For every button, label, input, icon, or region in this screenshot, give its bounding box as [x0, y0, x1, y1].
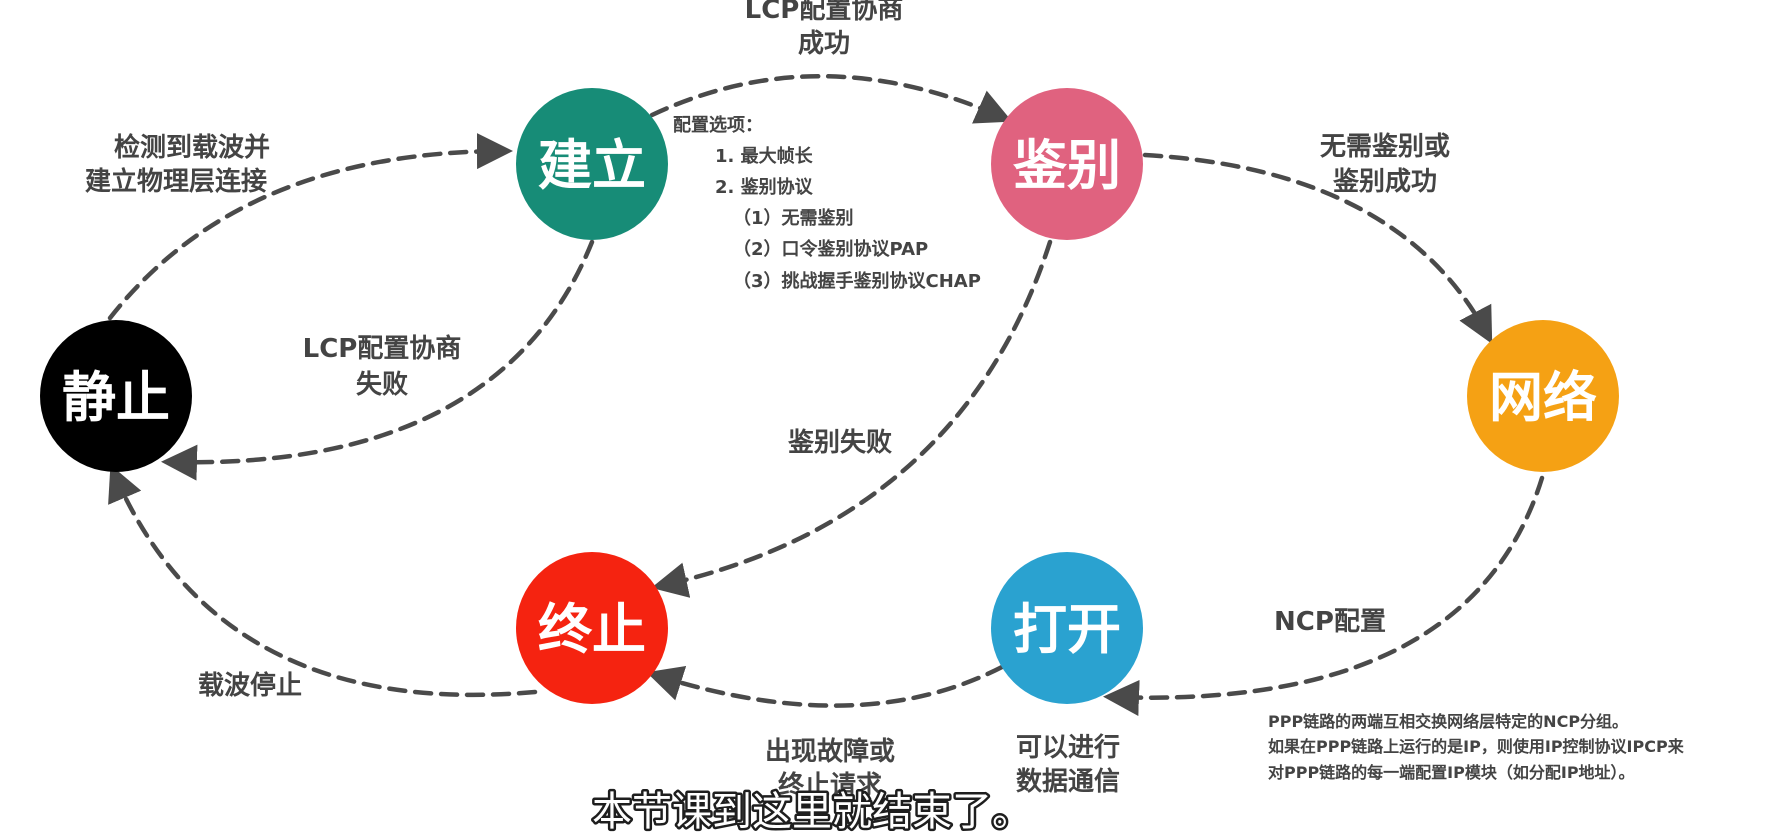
state-establish-circle — [516, 88, 668, 240]
label-fault-line2: 终止请求 — [778, 770, 882, 801]
state-static: 静止 — [40, 320, 192, 472]
state-authenticate-circle — [991, 88, 1143, 240]
state-terminate: 终止 — [516, 552, 668, 704]
edge-establish-to-authenticate — [649, 74, 1013, 124]
state-authenticate-label: 鉴别 — [1013, 134, 1121, 197]
config-option-2-3: （3）挑战握手鉴别协议CHAP — [733, 270, 981, 292]
state-static-label: 静止 — [62, 366, 170, 429]
edge-authenticate-to-network — [1142, 152, 1493, 344]
label-data-comm-line1: 可以进行 — [1016, 732, 1120, 763]
edge-establish-to-static — [161, 239, 595, 481]
label-lcp-success-line1: LCP配置协商 — [745, 0, 904, 25]
state-establish-label: 建立 — [538, 134, 646, 197]
ncp-note-line1: PPP链路的两端互相交换网络层特定的NCP分组。 — [1268, 712, 1628, 731]
ncp-note: PPP链路的两端互相交换网络层特定的NCP分组。 如果在PPP链路上运行的是IP… — [1268, 712, 1685, 782]
label-auth-ok-line1: 无需鉴别或 — [1320, 132, 1450, 162]
label-lcp-success-line2: 成功 — [798, 29, 850, 59]
label-lcp-fail-line2: 失败 — [356, 370, 408, 400]
label-carrier-detected-line2: 建立物理层连接 — [85, 166, 267, 197]
state-terminate-circle — [516, 552, 668, 704]
config-option-1: 1. 最大帧长 — [715, 145, 814, 167]
label-carrier-detected-line1: 检测到载波并 — [114, 132, 270, 163]
video-subtitle: 本节课到这里就结束了。 — [592, 789, 1032, 835]
edge-static-to-establish — [107, 133, 513, 321]
config-option-2: 2. 鉴别协议 — [715, 176, 814, 198]
state-network-circle — [1467, 320, 1619, 472]
state-network: 网络 — [1467, 320, 1619, 472]
state-authenticate: 鉴别 — [991, 88, 1143, 240]
edge-authenticate-to-terminate — [651, 239, 1053, 598]
state-establish: 建立 — [516, 88, 668, 240]
state-network-label: 网络 — [1489, 366, 1597, 429]
state-open-label: 打开 — [1013, 598, 1121, 661]
edge-terminate-to-static — [108, 464, 538, 698]
config-option-2-2: （2）口令鉴别协议PAP — [733, 238, 928, 260]
label-carrier-stop: 载波停止 — [198, 670, 302, 701]
ncp-note-line3: 对PPP链路的每一端配置IP模块（如分配IP地址）。 — [1268, 763, 1635, 782]
label-auth-ok-line2: 鉴别成功 — [1332, 167, 1437, 197]
edge-network-to-open — [1103, 475, 1545, 716]
state-terminate-label: 终止 — [538, 598, 646, 661]
state-open-circle — [991, 552, 1143, 704]
edge-open-to-terminate — [646, 664, 1005, 708]
label-fault-line1: 出现故障或 — [765, 736, 895, 767]
label-ncp: NCP配置 — [1274, 607, 1386, 637]
state-open: 打开 — [991, 552, 1143, 704]
label-auth-fail: 鉴别失败 — [787, 428, 892, 458]
config-option-2-1: （1）无需鉴别 — [733, 207, 854, 229]
state-static-circle — [40, 320, 192, 472]
label-lcp-fail-line1: LCP配置协商 — [303, 333, 462, 364]
ncp-note-line2: 如果在PPP链路上运行的是IP，则使用IP控制协议IPCP来 — [1268, 737, 1685, 756]
config-options-note: 配置选项： 1. 最大帧长 2. 鉴别协议 （1）无需鉴别 （2）口令鉴别协议P… — [673, 115, 981, 292]
config-options-title: 配置选项： — [673, 115, 763, 136]
label-data-comm-line2: 数据通信 — [1016, 767, 1120, 797]
